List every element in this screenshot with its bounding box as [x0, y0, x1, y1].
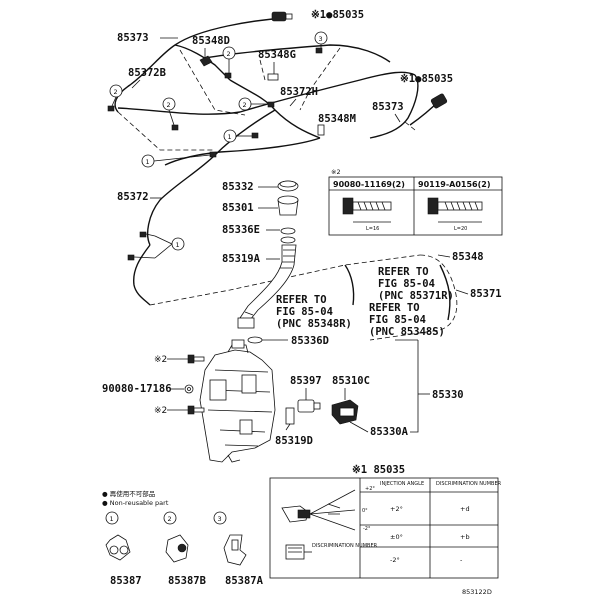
nozzle-table-title: ※1 85035	[352, 464, 405, 476]
svg-text:(PNC 85371R): (PNC 85371R)	[378, 290, 454, 302]
svg-text:REFER TO: REFER TO	[276, 294, 327, 306]
label-85310C: 85310C	[332, 375, 370, 387]
bolt-col1: 90080-11169(2)	[333, 180, 405, 189]
label-85330A: 85330A	[370, 426, 409, 438]
label-85348: 85348	[452, 251, 484, 263]
label-90080-17186: 90080-17186	[102, 383, 172, 395]
svg-text:(PNC 85348R): (PNC 85348R)	[276, 318, 352, 330]
svg-text:1: 1	[110, 515, 114, 523]
legend-line1: ● 再使用不可部品	[102, 489, 155, 498]
label-85332: 85332	[222, 181, 254, 193]
clip-1: 1 85387	[105, 511, 142, 587]
svg-text:1: 1	[146, 158, 150, 166]
label-85397: 85397	[290, 375, 322, 387]
svg-text:REFER TO: REFER TO	[378, 266, 429, 278]
svg-text:2: 2	[227, 50, 231, 58]
nozzle-top	[271, 11, 293, 22]
nozzle-row2-angle: ±0°	[390, 533, 403, 541]
refer-notes: REFER TO FIG 85-04 (PNC 85371R) REFER TO…	[276, 251, 502, 338]
bolt-table: ※2 90080-11169(2) 90119-A0156(2) L=16 L=…	[328, 168, 503, 236]
clip-3: 3 85387A	[213, 511, 264, 587]
label-85336D: 85336D	[291, 335, 329, 347]
fan-label-plus2: +2°	[365, 486, 375, 492]
label-85330: 85330	[432, 389, 464, 401]
svg-text:FIG 85-04: FIG 85-04	[378, 278, 435, 290]
bolt-len1: L=16	[366, 226, 379, 232]
svg-text:3: 3	[218, 515, 222, 523]
washer-tank: 85336D ※2 90080-17186 ※2	[102, 335, 329, 463]
svg-text:REFER TO: REFER TO	[369, 302, 420, 314]
svg-text:2: 2	[167, 101, 171, 109]
clip-2-label: 85387B	[168, 575, 206, 587]
label-85035-top: ※1●85035	[311, 9, 364, 21]
label-85372H: 85372H	[280, 86, 318, 98]
svg-text:FIG 85-04: FIG 85-04	[369, 314, 426, 326]
label-85319A: 85319A	[222, 253, 261, 265]
label-85319D: 85319D	[275, 435, 313, 447]
svg-text:3: 3	[319, 35, 323, 43]
washer-pumps: 85397 85310C 85319D 85330A 85330	[275, 339, 464, 447]
label-85348G: 85348G	[258, 49, 296, 61]
svg-text:2: 2	[243, 101, 247, 109]
disc-number-label: DISCRIMINATION NUMBER	[312, 543, 378, 549]
nozzle-row2-num: +b	[460, 533, 470, 541]
nozzle-right	[430, 93, 448, 109]
nozzle-row3-angle: -2°	[390, 556, 400, 564]
svg-text:FIG 85-04: FIG 85-04	[276, 306, 333, 318]
svg-text:(PNC 85348S): (PNC 85348S)	[369, 326, 445, 338]
nozzle-row1-angle: +2°	[390, 505, 403, 513]
note-bolt-lower: ※2	[154, 406, 167, 416]
legend: ● 再使用不可部品 ● Non-reusable part	[102, 489, 169, 507]
clip-3-label: 85387A	[225, 575, 264, 587]
clip-1-label: 85387	[110, 575, 142, 587]
note-bolt-upper: ※2	[154, 355, 167, 365]
callout-circles: 2 3 2 2 2 1 1 1	[109, 31, 328, 259]
svg-text:2: 2	[114, 88, 118, 96]
bolt-table-note: ※2	[331, 168, 341, 176]
nozzle-row1-num: +d	[460, 505, 470, 513]
label-85336E: 85336E	[222, 224, 260, 236]
svg-text:1: 1	[228, 133, 232, 141]
fan-label-minus2: -2°	[363, 526, 371, 532]
part-labels: ※1●85035 85373 85348D 85348G 85372B ※1●8…	[117, 9, 453, 203]
bolt-len2: L=20	[454, 226, 467, 232]
nozzle-col-num: DISCRIMINATION NUMBER	[436, 481, 502, 487]
filler-assembly: 85332 85301 85336E 85319A	[222, 180, 299, 329]
bolt-col2: 90119-A0156(2)	[418, 180, 491, 189]
nozzle-table: ※1 85035 INJECTION ANGLE DISCRIMINATION …	[269, 464, 502, 579]
figure-id: 853122D	[462, 588, 492, 596]
svg-text:1: 1	[176, 241, 180, 249]
svg-text:2: 2	[168, 515, 172, 523]
label-85348D: 85348D	[192, 35, 230, 47]
nozzle-col-angle: INJECTION ANGLE	[380, 481, 424, 487]
nozzle-row3-num: -	[460, 556, 463, 564]
label-85373-right: 85373	[372, 101, 404, 113]
washer-hoses	[107, 11, 448, 306]
label-85035-right: ※1●85035	[400, 73, 453, 85]
fan-label-0: 0°	[362, 508, 368, 514]
label-85373-top: 85373	[117, 32, 149, 44]
clip-2: 2 85387B	[163, 511, 206, 587]
legend-line2: ● Non-reusable part	[102, 499, 169, 507]
label-85372B: 85372B	[128, 67, 166, 79]
label-85372: 85372	[117, 191, 149, 203]
label-85348M: 85348M	[318, 113, 356, 125]
label-85301: 85301	[222, 202, 254, 214]
label-85371: 85371	[470, 288, 502, 300]
